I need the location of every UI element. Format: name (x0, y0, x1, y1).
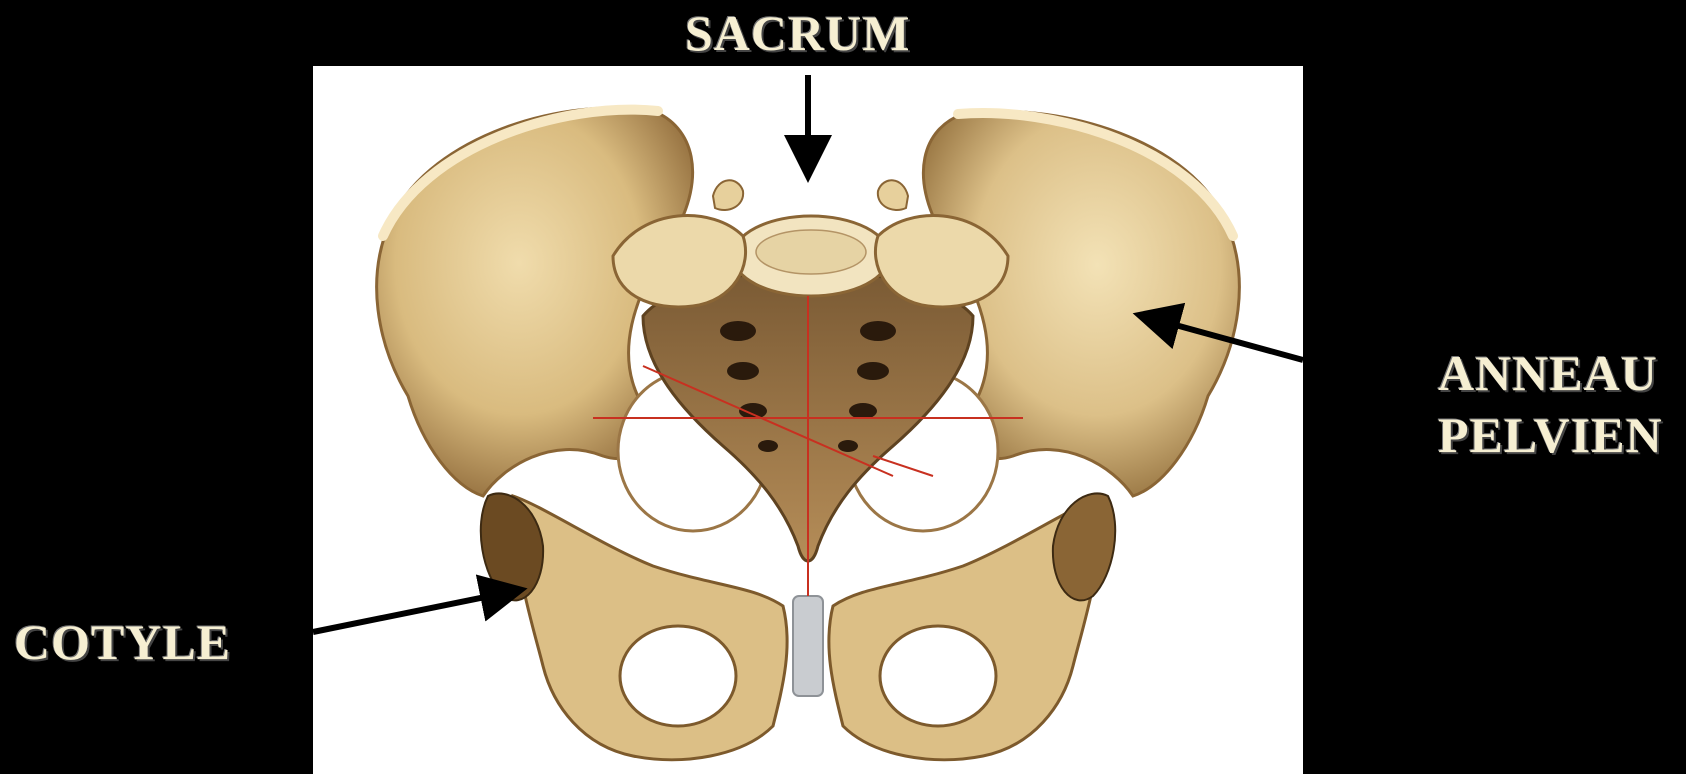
cotyle-arrow (313, 592, 510, 632)
anneau-pelvien-line1: ANNEAU (1438, 342, 1663, 404)
anneau-pelvien-label: ANNEAU PELVIEN (1438, 342, 1663, 466)
anneau-pelvien-line2: PELVIEN (1438, 404, 1663, 466)
anneau-pelvien-arrow (1150, 318, 1303, 360)
cotyle-label: COTYLE (14, 611, 231, 673)
sacrum-label: SACRUM (685, 2, 910, 64)
